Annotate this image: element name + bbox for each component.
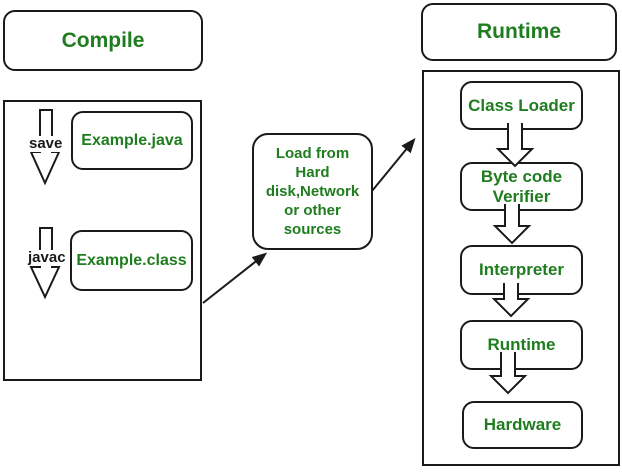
step-class-loader-box: Class Loader <box>460 81 583 130</box>
step-byte-code-verifier-label: Byte code Verifier <box>480 166 563 206</box>
load-to-runtime-arrow-icon <box>371 137 416 192</box>
step-runtime-label: Runtime <box>487 335 556 355</box>
runtime-title-box: Runtime <box>421 3 617 61</box>
compile-title-box: Compile <box>3 10 203 71</box>
step-class-loader-label: Class Loader <box>468 95 575 115</box>
example-class-box: Example.class <box>70 230 193 291</box>
javac-arrow-label: javac <box>26 249 68 266</box>
step-runtime-box: Runtime <box>460 320 583 370</box>
example-java-box: Example.java <box>71 111 193 170</box>
load-sources-box: Load from Hard disk,Network or other sou… <box>252 133 373 250</box>
runtime-panel-outline <box>422 70 620 466</box>
step-interpreter-label: Interpreter <box>478 260 565 280</box>
load-sources-line: or other <box>284 202 341 219</box>
example-java-label: Example.java <box>81 131 183 149</box>
example-class-label: Example.class <box>76 251 187 269</box>
step-interpreter-box: Interpreter <box>460 245 583 295</box>
load-sources-line: Hard <box>295 164 330 181</box>
save-arrow-label: save <box>27 135 65 152</box>
compile-panel-outline <box>3 100 202 381</box>
compile-title-label: Compile <box>61 28 145 52</box>
step-byte-code-verifier-box: Byte code Verifier <box>460 162 583 211</box>
load-sources-line: Load from <box>275 145 350 162</box>
compile-to-load-arrow-icon <box>202 252 268 304</box>
step-hardware-label: Hardware <box>483 415 562 435</box>
load-sources-line: sources <box>283 221 342 238</box>
load-sources-line: disk,Network <box>265 183 360 200</box>
runtime-title-label: Runtime <box>477 20 561 43</box>
step-hardware-box: Hardware <box>462 401 583 449</box>
